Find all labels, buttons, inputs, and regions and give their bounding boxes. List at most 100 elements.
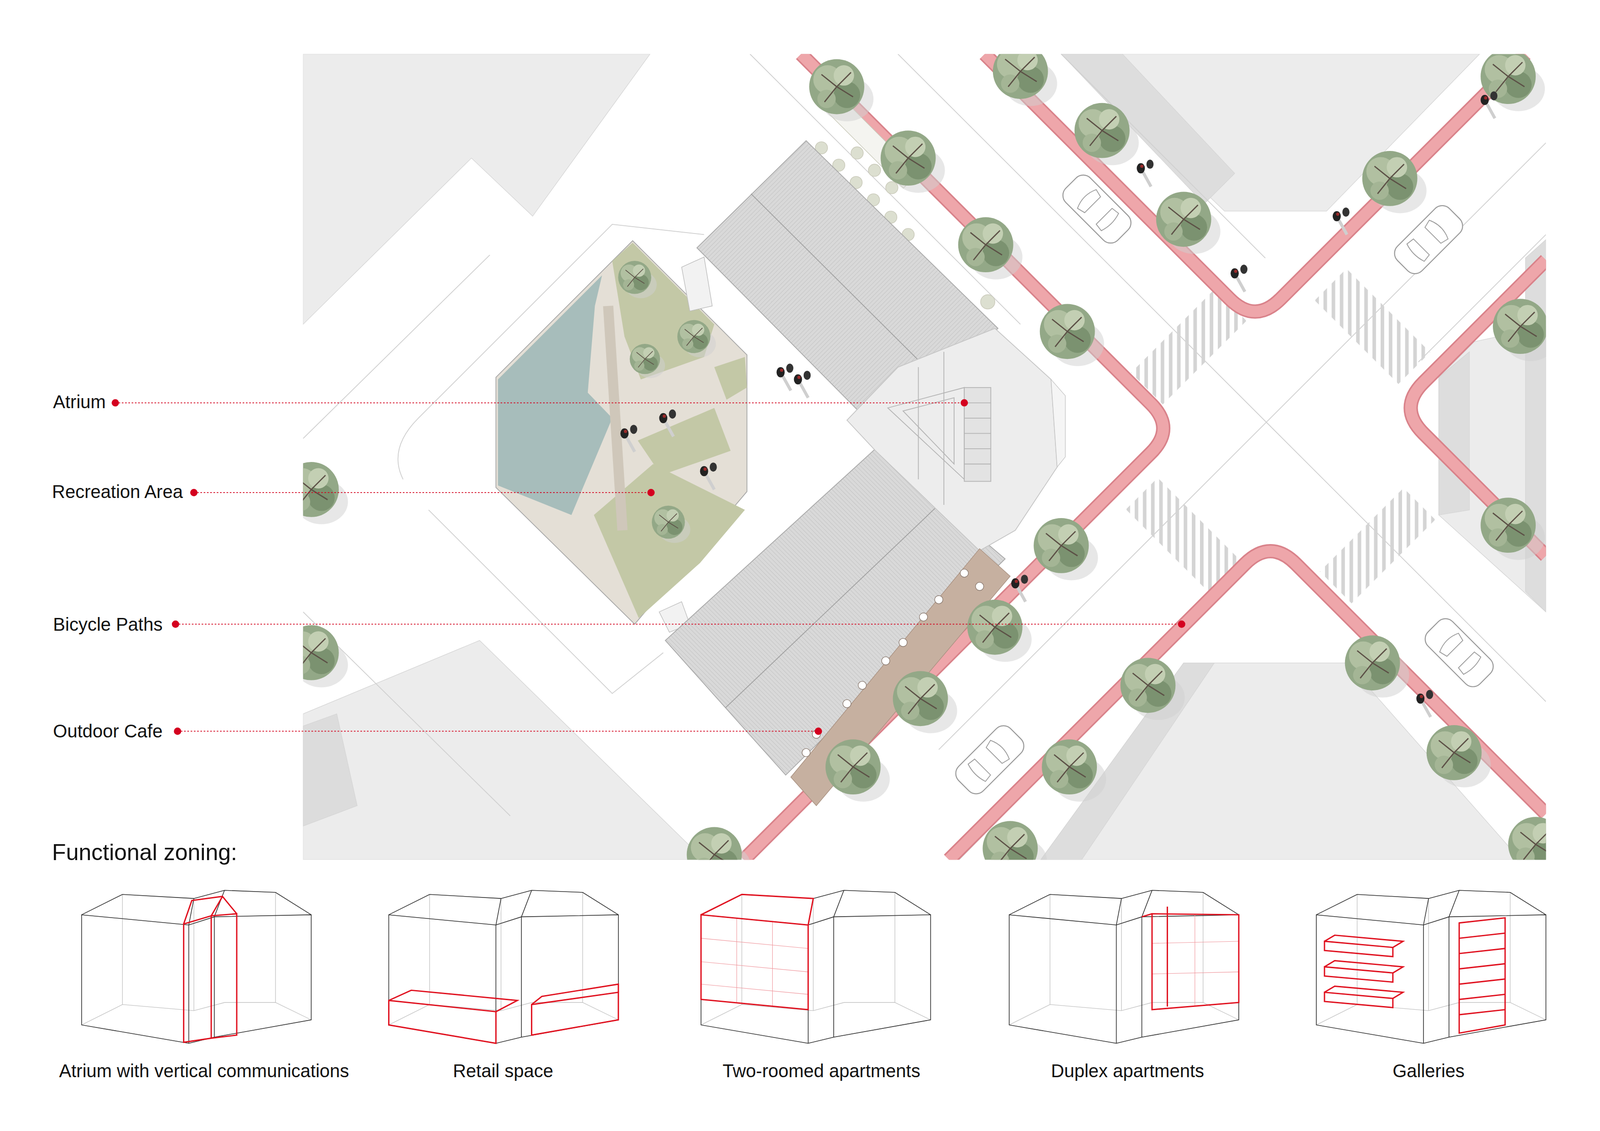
tree xyxy=(302,625,348,688)
tree xyxy=(677,320,717,358)
zoning-axonometric xyxy=(388,890,619,1044)
zone-caption: Galleries xyxy=(1392,1060,1465,1082)
city-block xyxy=(302,713,358,826)
zoning-axonometric xyxy=(1459,994,1506,1000)
car xyxy=(951,171,1498,799)
planter xyxy=(980,294,995,309)
zoning-axonometric xyxy=(1324,986,1403,999)
zone-caption: Atrium with vertical communications xyxy=(59,1060,350,1082)
zoning-axonometric xyxy=(701,961,809,972)
zoning-axonometric xyxy=(1152,914,1239,1010)
zoning-axonometric xyxy=(388,1000,496,1044)
bicycle-path xyxy=(949,551,1547,860)
tree xyxy=(1362,150,1427,213)
tree xyxy=(825,739,890,802)
zoning-axonometric xyxy=(1459,918,1506,1034)
tree xyxy=(967,599,1032,662)
zoning-axonometric xyxy=(1152,971,1239,974)
zoning-axonometric xyxy=(1141,914,1152,918)
zoning-axonometric xyxy=(183,914,237,1043)
tree xyxy=(880,130,946,193)
tree xyxy=(1156,191,1221,254)
people xyxy=(620,424,638,452)
zoning-axonometric xyxy=(1459,933,1506,939)
building xyxy=(943,352,945,505)
leader-dot xyxy=(111,399,120,407)
building xyxy=(964,387,991,482)
bicycle-path xyxy=(984,54,1526,312)
people xyxy=(1011,574,1029,602)
leader-dot xyxy=(190,488,198,497)
zoning-axonometric xyxy=(772,920,773,1007)
leader-dot xyxy=(960,399,968,407)
tree xyxy=(1039,303,1105,366)
building xyxy=(964,402,991,404)
zoning-axonometric xyxy=(210,915,213,1039)
outdoor-cafe xyxy=(898,638,908,647)
recreation-area xyxy=(498,275,613,516)
zoning-axonometric xyxy=(1324,992,1393,1008)
tree xyxy=(1426,725,1491,788)
planter xyxy=(851,146,864,160)
crosswalk xyxy=(1319,488,1436,604)
tree xyxy=(1033,518,1098,581)
car xyxy=(1058,171,1136,248)
tree xyxy=(1492,298,1546,361)
leader-dot xyxy=(647,488,655,497)
zoning-axonometric xyxy=(531,984,619,1005)
people xyxy=(1230,264,1248,292)
tree xyxy=(1041,739,1107,802)
tree xyxy=(1120,657,1185,720)
zoning-axonometric xyxy=(736,918,738,1003)
zoning-axonometric xyxy=(1009,890,1239,1044)
zoning-axonometric xyxy=(701,894,814,1010)
planter xyxy=(868,164,881,177)
building xyxy=(681,257,712,312)
bicycle-path xyxy=(743,54,1546,861)
people xyxy=(620,91,1498,717)
leader-dot xyxy=(814,727,822,735)
recreation-area xyxy=(495,240,747,625)
city-block xyxy=(1438,352,1470,516)
zoning-axonometric xyxy=(1324,966,1393,983)
car xyxy=(1420,614,1498,691)
zoning-axonometric xyxy=(1459,963,1506,969)
recreation-area xyxy=(495,240,747,625)
zoning-axonometric xyxy=(1152,941,1239,944)
outdoor-cafe xyxy=(975,582,984,591)
zoning-axonometric xyxy=(701,938,809,949)
outdoor-cafe xyxy=(919,612,928,622)
building xyxy=(964,433,991,435)
zoning-axonometric xyxy=(1459,1009,1506,1015)
zoning-axonometric xyxy=(1459,979,1506,985)
building xyxy=(887,352,991,505)
section-heading: Functional zoning: xyxy=(51,839,238,867)
zoning-axonometric xyxy=(701,914,809,1010)
outdoor-cafe xyxy=(881,656,890,665)
building xyxy=(964,463,991,465)
building xyxy=(903,397,955,464)
leader-dot xyxy=(1178,620,1186,629)
bicycle-path xyxy=(743,54,1546,861)
zoning-axonometric xyxy=(1459,948,1506,954)
recreation-area xyxy=(612,242,715,380)
tree xyxy=(651,505,691,544)
street-line xyxy=(302,54,1546,861)
zoning-axonometric xyxy=(701,894,814,925)
leader-dot xyxy=(173,727,182,735)
building xyxy=(964,448,991,450)
zoning-axonometric xyxy=(81,890,312,1044)
zoning-axonometric xyxy=(1316,890,1546,1044)
outdoor-cafe xyxy=(858,681,867,690)
zoning-axonometric xyxy=(1152,914,1239,1006)
recreation-area xyxy=(607,306,623,531)
bicycle-path xyxy=(949,551,1547,860)
tree xyxy=(1480,497,1545,560)
outdoor-cafe xyxy=(801,569,984,757)
tree xyxy=(982,820,1047,860)
tree xyxy=(302,462,348,525)
tree xyxy=(686,827,752,861)
outdoor-cafe xyxy=(801,748,811,757)
leader-line xyxy=(175,623,1182,625)
